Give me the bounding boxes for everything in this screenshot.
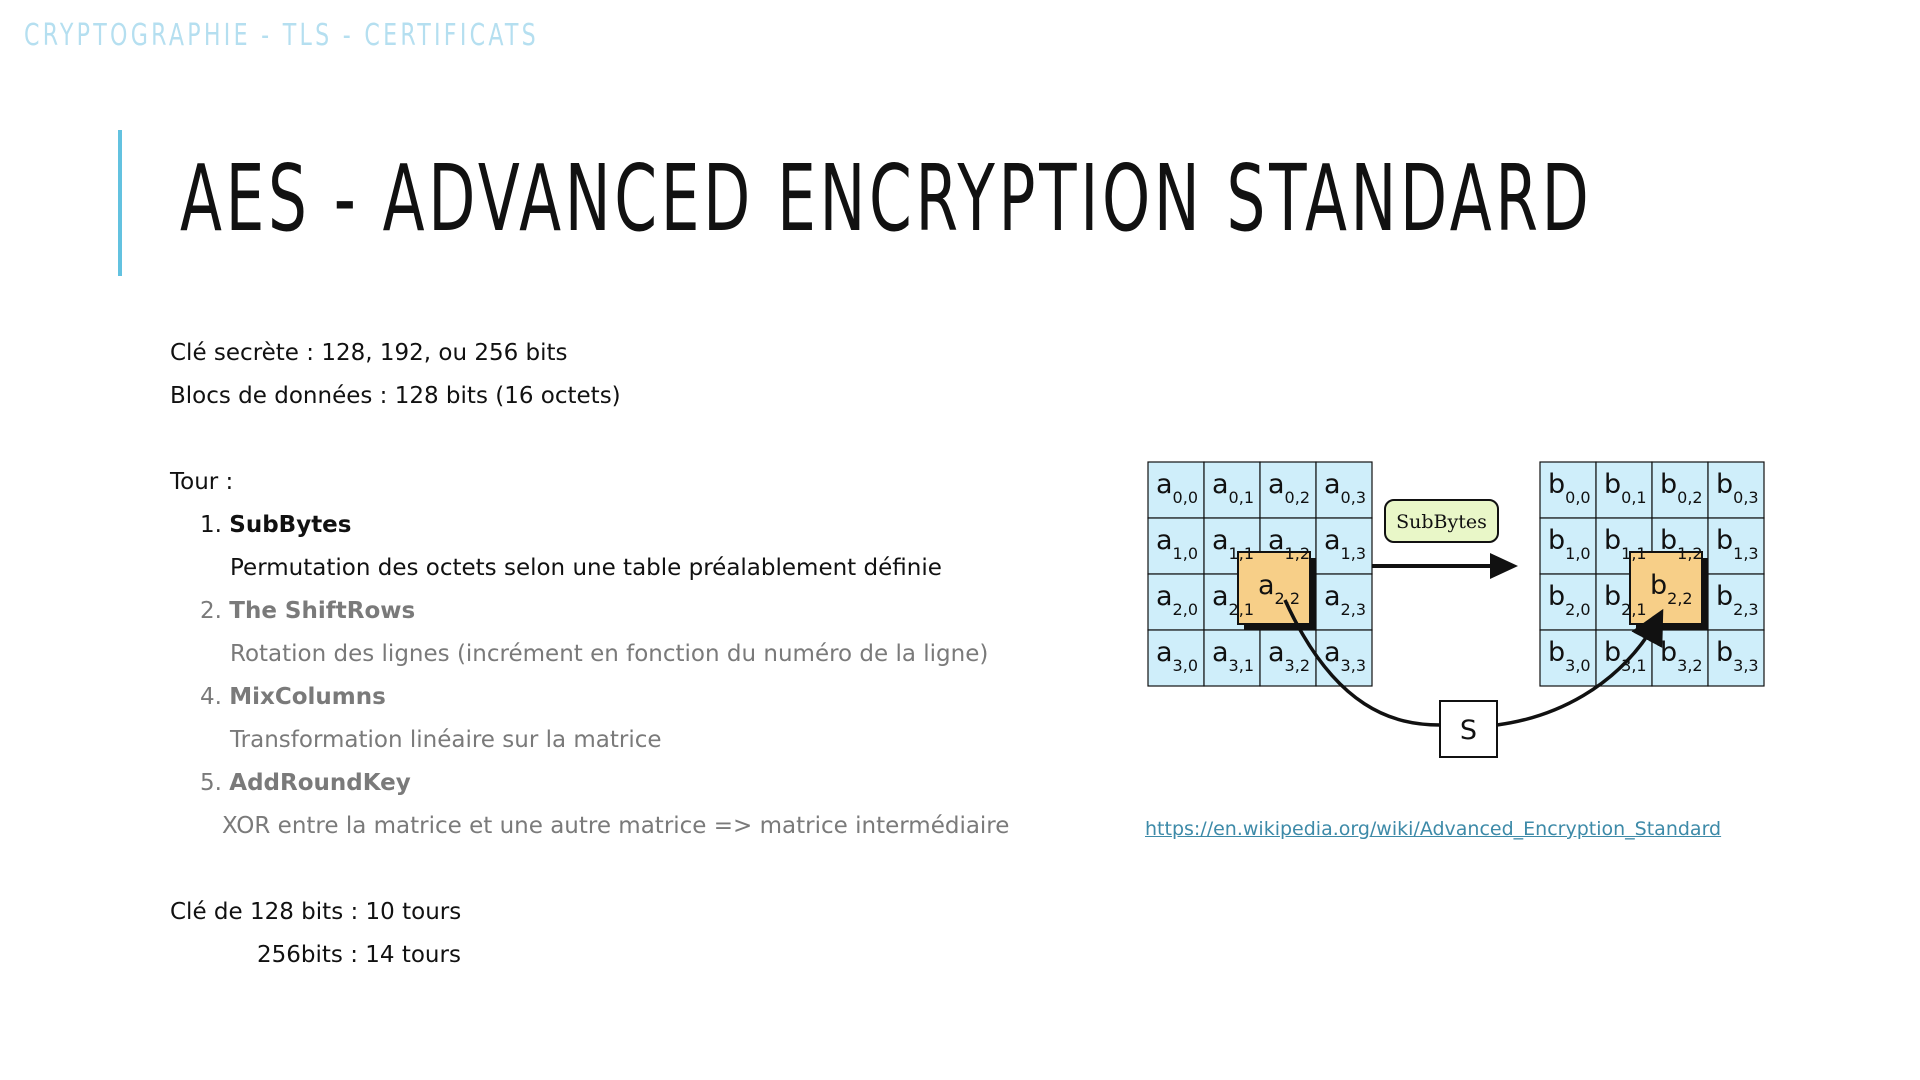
key-size-text: Clé secrète : 128, 192, ou 256 bits xyxy=(170,340,568,366)
step-4-description: XOR entre la matrice et une autre matric… xyxy=(222,813,1010,839)
sbox-output-arrow xyxy=(1496,608,1664,727)
matrix-cell xyxy=(1315,573,1373,631)
sbox-label: S xyxy=(1460,715,1477,746)
operation-label: SubBytes xyxy=(1396,511,1487,533)
matrix-cell xyxy=(1147,517,1205,575)
step-number: 1. xyxy=(200,512,222,538)
sbox-input-curve xyxy=(1283,599,1441,727)
step-1-description: Permutation des octets selon une table p… xyxy=(230,555,942,581)
step-number: 4. xyxy=(200,684,222,710)
matrix-cell xyxy=(1539,629,1597,687)
sbox-box xyxy=(1439,700,1498,758)
operation-box xyxy=(1384,499,1499,543)
matrix-cell xyxy=(1707,461,1765,519)
matrix-cell-label: b1,2 xyxy=(1660,525,1703,563)
matrix-cell xyxy=(1707,573,1765,631)
step-name: MixColumns xyxy=(229,684,386,710)
operation-arrow-head xyxy=(1490,553,1518,579)
matrix-cell xyxy=(1259,461,1317,519)
step-2-description: Rotation des lignes (incrément en foncti… xyxy=(230,641,989,667)
matrix-cell xyxy=(1707,629,1765,687)
slide-title: AES - ADVANCED ENCRYPTION STANDARD xyxy=(180,145,1593,252)
step-2: 2. The ShiftRows xyxy=(200,598,415,624)
matrix-cell xyxy=(1147,573,1205,631)
matrix-cell xyxy=(1595,461,1653,519)
matrix-cell xyxy=(1147,461,1205,519)
step-3-description: Transformation linéaire sur la matrice xyxy=(230,727,662,753)
matrix-cell xyxy=(1203,629,1261,687)
matrix-cell xyxy=(1315,461,1373,519)
title-accent-bar xyxy=(118,130,122,276)
round-label: Tour : xyxy=(170,469,234,495)
step-1: 1. SubBytes xyxy=(200,512,351,538)
matrix-cell xyxy=(1203,461,1261,519)
step-name: The ShiftRows xyxy=(229,598,416,624)
step-number: 2. xyxy=(200,598,222,624)
matrix-cell xyxy=(1315,517,1373,575)
step-3: 4. MixColumns xyxy=(200,684,386,710)
step-4: 5. AddRoundKey xyxy=(200,770,411,796)
header-title: CRYPTOGRAPHIE - TLS - CERTIFICATS xyxy=(24,18,539,53)
step-name: SubBytes xyxy=(229,512,352,538)
rounds-256-text: 256bits : 14 tours xyxy=(257,942,461,968)
matrix-cell xyxy=(1539,573,1597,631)
matrix-cell xyxy=(1147,629,1205,687)
source-link[interactable]: https://en.wikipedia.org/wiki/Advanced_E… xyxy=(1145,818,1722,840)
step-number: 5. xyxy=(200,770,222,796)
highlight-cell xyxy=(1237,551,1311,625)
step-name: AddRoundKey xyxy=(229,770,411,796)
block-size-text: Blocs de données : 128 bits (16 octets) xyxy=(170,383,621,409)
rounds-128-text: Clé de 128 bits : 10 tours xyxy=(170,899,462,925)
